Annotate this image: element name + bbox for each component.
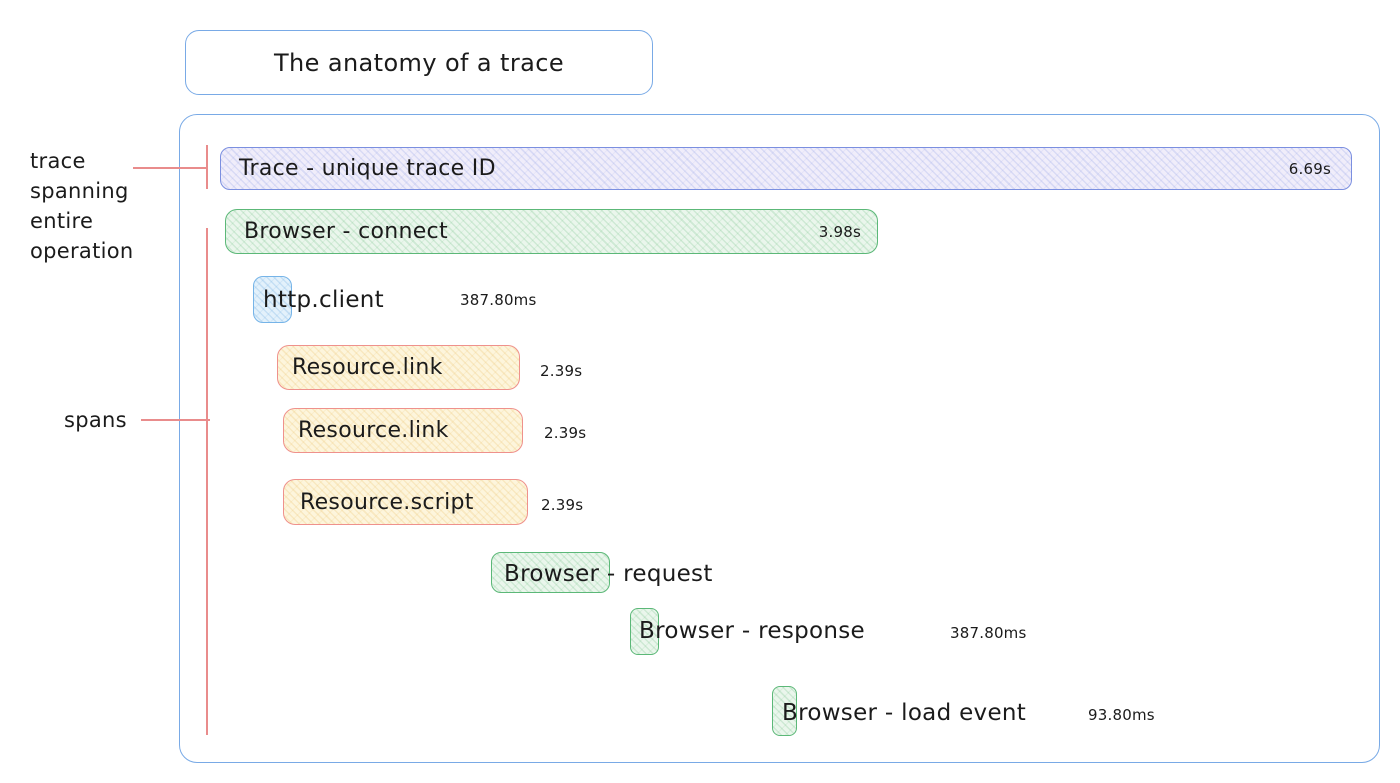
browser-response-duration: 387.80ms [950, 624, 1027, 642]
resource-link-2-span-bar: Resource.link [283, 408, 523, 453]
resource-link-1-duration: 2.39s [540, 362, 583, 380]
spans-annotation-text: spans [64, 408, 127, 432]
browser-response-span-bar [630, 608, 659, 655]
diagram-title-box: The anatomy of a trace [185, 30, 653, 95]
trace-span-duration: 6.69s [1288, 159, 1331, 178]
browser-load-event-label: Browser - load event [782, 700, 1027, 726]
browser-load-event-duration: 93.80ms [1088, 706, 1155, 724]
browser-load-event-span-bar [772, 686, 797, 736]
resource-link-2-label: Resource.link [298, 418, 449, 443]
trace-span-bar: Trace - unique trace ID 6.69s [220, 147, 1352, 190]
trace-container-box [179, 114, 1380, 763]
http-client-span-bar [253, 276, 292, 323]
trace-span-label: Trace - unique trace ID [239, 156, 496, 181]
trace-annotation-connector-line [133, 167, 207, 169]
resource-link-2-duration: 2.39s [544, 424, 587, 442]
http-client-label: http.client [263, 287, 384, 313]
browser-request-span-bar [491, 552, 610, 593]
browser-connect-span-bar: Browser - connect 3.98s [225, 209, 878, 254]
browser-connect-label: Browser - connect [244, 219, 448, 244]
spans-bracket-line-top [206, 145, 208, 189]
browser-connect-duration: 3.98s [818, 222, 861, 241]
resource-script-duration: 2.39s [541, 496, 584, 514]
annotation-line-4: operation [30, 239, 134, 263]
trace-annotation-text: trace spanning entire operation [30, 146, 134, 266]
http-client-duration: 387.80ms [460, 291, 537, 309]
browser-request-label: Browser - request [504, 561, 713, 587]
annotation-line-1: trace [30, 149, 86, 173]
spans-bracket-line [206, 228, 208, 735]
annotation-line-2: spanning [30, 179, 129, 203]
diagram-title: The anatomy of a trace [273, 48, 565, 77]
browser-response-label: Browser - response [639, 618, 865, 644]
resource-link-1-span-bar: Resource.link [277, 345, 520, 390]
resource-link-1-label: Resource.link [292, 355, 443, 380]
annotation-line-3: entire [30, 209, 94, 233]
spans-annotation-connector-line [141, 419, 210, 421]
resource-script-label: Resource.script [300, 489, 474, 515]
resource-script-span-bar: Resource.script [283, 479, 528, 525]
